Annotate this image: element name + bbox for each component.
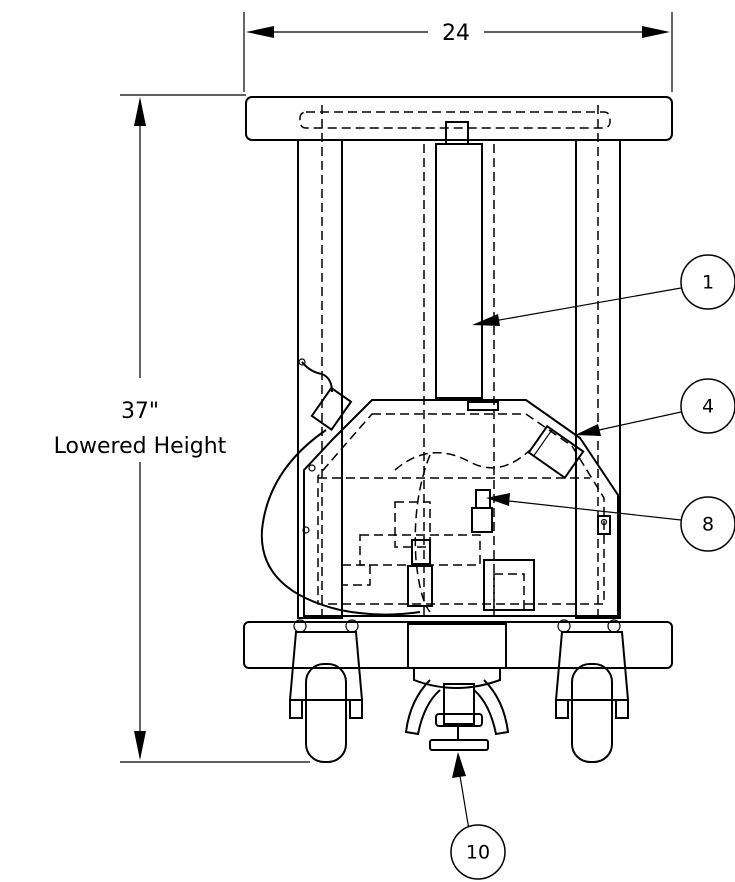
- base-frame: [243, 619, 673, 689]
- leader-4-arrow: [575, 424, 601, 436]
- cord-loop: [260, 429, 421, 616]
- strain-relief-body: [310, 386, 353, 432]
- caster-right-axle-r: [615, 699, 629, 719]
- table-top-outline: [245, 96, 673, 141]
- leader-8-arrow: [486, 493, 510, 506]
- width-dimension: 24: [243, 12, 673, 92]
- hose-vertical: [414, 454, 431, 613]
- pedal-plate: [429, 739, 489, 751]
- height-dimension: 37" Lowered Height: [54, 94, 310, 763]
- leader-1: [487, 287, 682, 323]
- pump-hidden-bracket: [341, 564, 371, 586]
- bracket-right: [597, 515, 611, 535]
- caster-right: [554, 631, 630, 763]
- leader-4: [589, 411, 682, 433]
- release-valve: [527, 424, 585, 480]
- width-arrow-left: [246, 26, 274, 38]
- caster-left-wheel: [305, 663, 347, 763]
- caster-right-fork: [554, 631, 630, 701]
- callout-1: 1: [680, 254, 735, 310]
- caster-left-axle-r: [349, 699, 363, 719]
- height-arrow-bottom: [134, 731, 146, 760]
- base-outline: [243, 621, 673, 669]
- cord-tip: [298, 358, 306, 366]
- pedal-linkage-right: [473, 679, 510, 736]
- cord-top: [301, 361, 333, 393]
- cord-strain-relief: [310, 386, 353, 432]
- bolt-left: [308, 464, 316, 472]
- housing-vent: [467, 401, 499, 411]
- leader-10: [458, 769, 471, 837]
- table-top-hidden-frame: [299, 111, 611, 129]
- bolt-left-lower: [302, 526, 310, 534]
- caster-left-fork: [288, 631, 364, 701]
- callout-4: 4: [680, 378, 735, 434]
- release-valve-detail: [533, 429, 553, 457]
- height-arrow-top: [134, 97, 146, 126]
- fitting-body: [471, 507, 493, 533]
- reservoir-box: [483, 559, 535, 611]
- callout-8: 8: [680, 496, 735, 552]
- callout-8-circle: [680, 496, 735, 552]
- cylinder-body: [435, 143, 483, 399]
- hose-upper: [394, 449, 531, 471]
- width-label: 24: [442, 21, 470, 46]
- release-valve-body: [527, 424, 585, 480]
- bolt-right: [600, 518, 608, 526]
- height-label: 37": [121, 399, 159, 424]
- power-cord: [260, 358, 421, 616]
- callout-leaders: [452, 287, 682, 837]
- valve-stack-upper: [411, 539, 431, 565]
- width-arrow-right: [642, 26, 670, 38]
- leader-10-arrow: [452, 752, 466, 778]
- callout-10-label: 10: [466, 842, 490, 864]
- leader-1-arrow: [472, 314, 500, 326]
- caster-left-axle-l: [289, 699, 303, 719]
- pedal-arm: [443, 683, 475, 725]
- pump-base-block: [407, 623, 507, 669]
- callout-4-label: 4: [702, 396, 714, 418]
- pedal-linkage-left: [404, 679, 441, 736]
- fitting-top: [475, 489, 491, 509]
- callout-4-circle: [680, 378, 735, 434]
- housing-hidden-outline: [317, 413, 605, 605]
- callout-10-circle: [450, 824, 506, 880]
- legs: [297, 105, 621, 619]
- pump-housing: [302, 399, 619, 617]
- callout-8-label: 8: [702, 514, 714, 536]
- reservoir-inner: [493, 573, 525, 611]
- caster-right-wheel: [571, 663, 613, 763]
- hydraulic-cylinder: [423, 121, 495, 620]
- pump-hidden-cylinder: [394, 501, 431, 548]
- pump-base-lip: [413, 668, 501, 689]
- leader-8: [499, 499, 682, 521]
- caster-left: [288, 631, 364, 763]
- height-caption: Lowered Height: [54, 434, 227, 459]
- foot-pedal: [404, 679, 510, 751]
- valve-stack-lower: [407, 565, 433, 607]
- callout-1-circle: [680, 254, 735, 310]
- callout-1-label: 1: [702, 272, 714, 294]
- callout-10: 10: [450, 824, 506, 880]
- leg-left: [297, 139, 343, 619]
- caster-right-axle-l: [555, 699, 569, 719]
- table-top: [245, 96, 673, 141]
- housing-outline: [303, 399, 619, 617]
